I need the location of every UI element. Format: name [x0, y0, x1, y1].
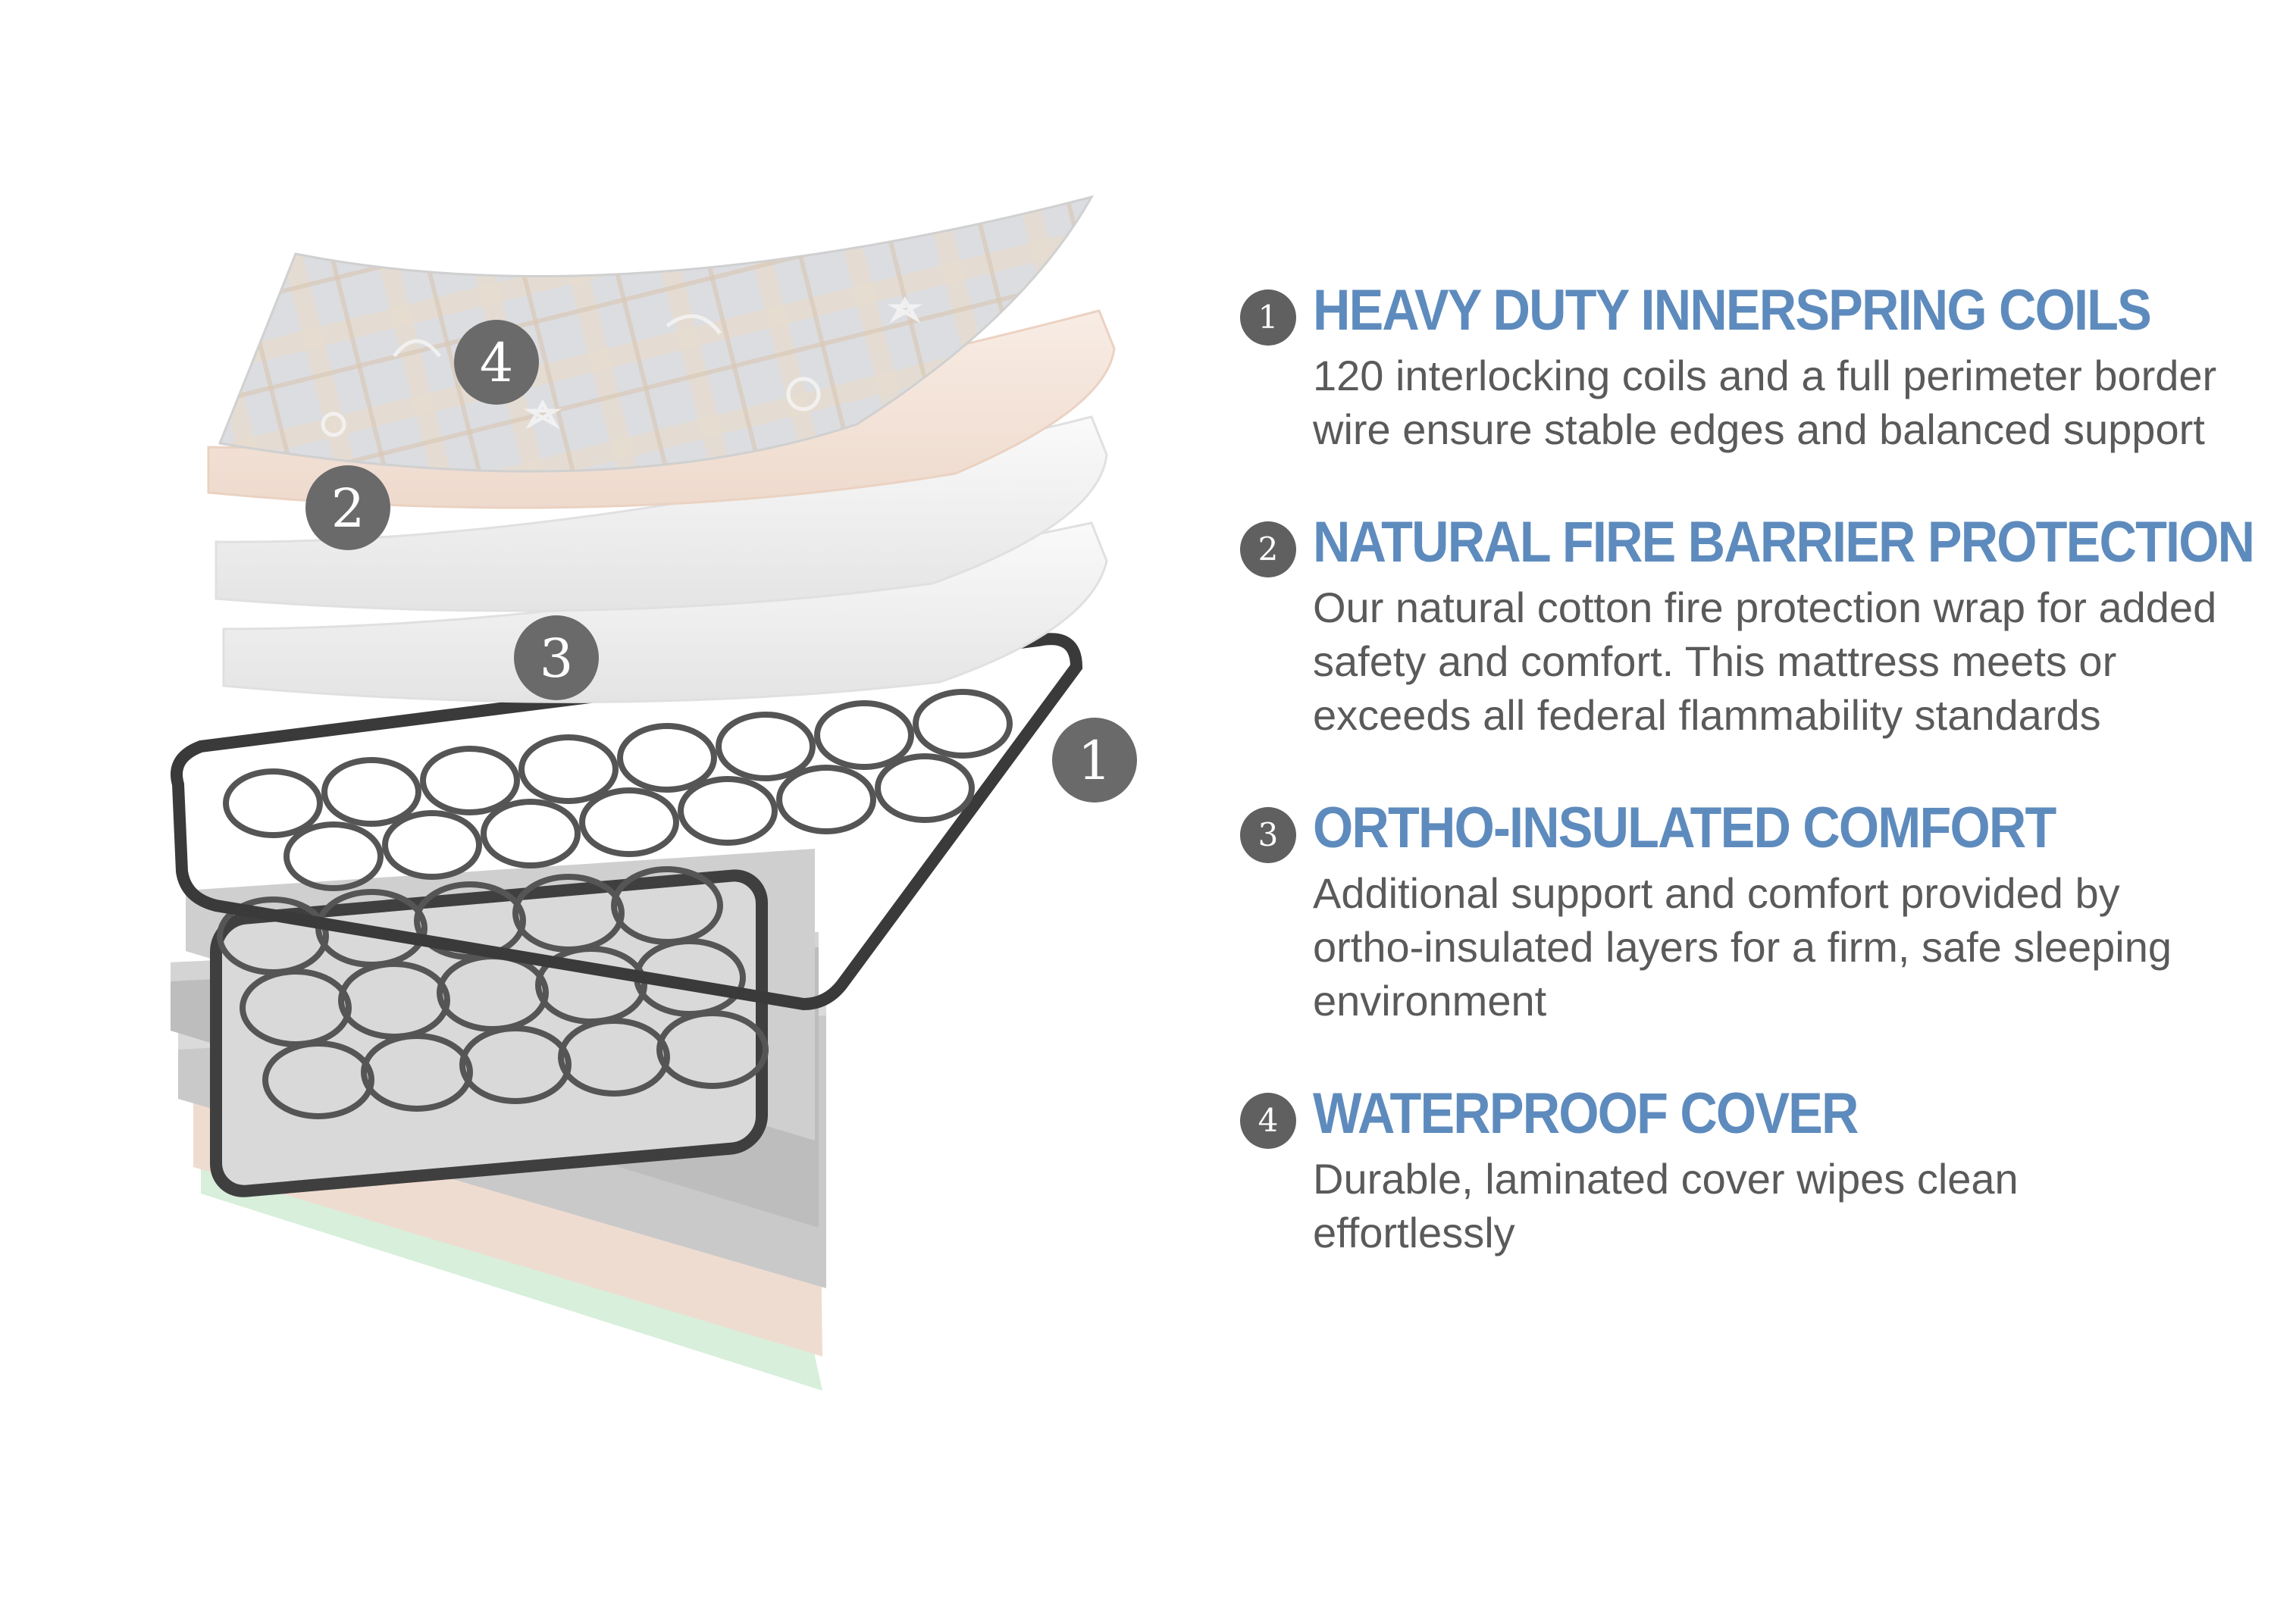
svg-text:4: 4: [480, 332, 514, 394]
feature-ortho-insulated: 3 ORTHO-INSULATED COMFORT Additional sup…: [1240, 790, 2225, 1028]
feature-description: Our natural cotton fire protection wrap …: [1313, 584, 2217, 739]
feature-fire-barrier: 2 NATURAL FIRE BARRIER PROTECTION Our na…: [1240, 505, 2255, 742]
feature-number-badge: 3: [1240, 807, 1296, 863]
marker-1: 1: [1052, 718, 1137, 803]
svg-text:2: 2: [331, 477, 365, 540]
svg-text:1: 1: [1078, 730, 1112, 792]
feature-list: 1 HEAVY DUTY INNERSPRING COILS 120 inter…: [1240, 273, 2255, 1259]
feature-description: Durable, laminated cover wipes clean eff…: [1313, 1155, 2019, 1256]
feature-number-badge: 2: [1240, 521, 1296, 577]
feature-number-badge: 1: [1240, 289, 1296, 346]
feature-title: HEAVY DUTY INNERSPRING COILS: [1313, 278, 2152, 343]
marker-2: 2: [305, 465, 390, 550]
feature-waterproof-cover: 4 WATERPROOF COVER Durable, laminated co…: [1240, 1076, 2225, 1259]
layer-markers: 4 2 3 1: [305, 320, 1137, 803]
mattress-layers-illustration: 4 2 3 1: [171, 195, 1137, 1391]
spring-coil-unit: [171, 633, 1083, 1197]
feature-description: Additional support and comfort provided …: [1313, 869, 2172, 1025]
top-cover: [218, 195, 1095, 473]
feature-description: 120 interlocking coils and a full perime…: [1313, 352, 2217, 453]
feature-title: ORTHO-INSULATED COMFORT: [1313, 796, 2056, 860]
feature-title: NATURAL FIRE BARRIER PROTECTION: [1313, 510, 2255, 574]
marker-3: 3: [514, 615, 599, 700]
svg-text:3: 3: [540, 627, 574, 690]
feature-innerspring-coils: 1 HEAVY DUTY INNERSPRING COILS 120 inter…: [1240, 273, 2225, 456]
feature-title: WATERPROOF COVER: [1313, 1081, 1859, 1146]
feature-number-badge: 4: [1240, 1093, 1296, 1149]
marker-4: 4: [454, 320, 539, 405]
